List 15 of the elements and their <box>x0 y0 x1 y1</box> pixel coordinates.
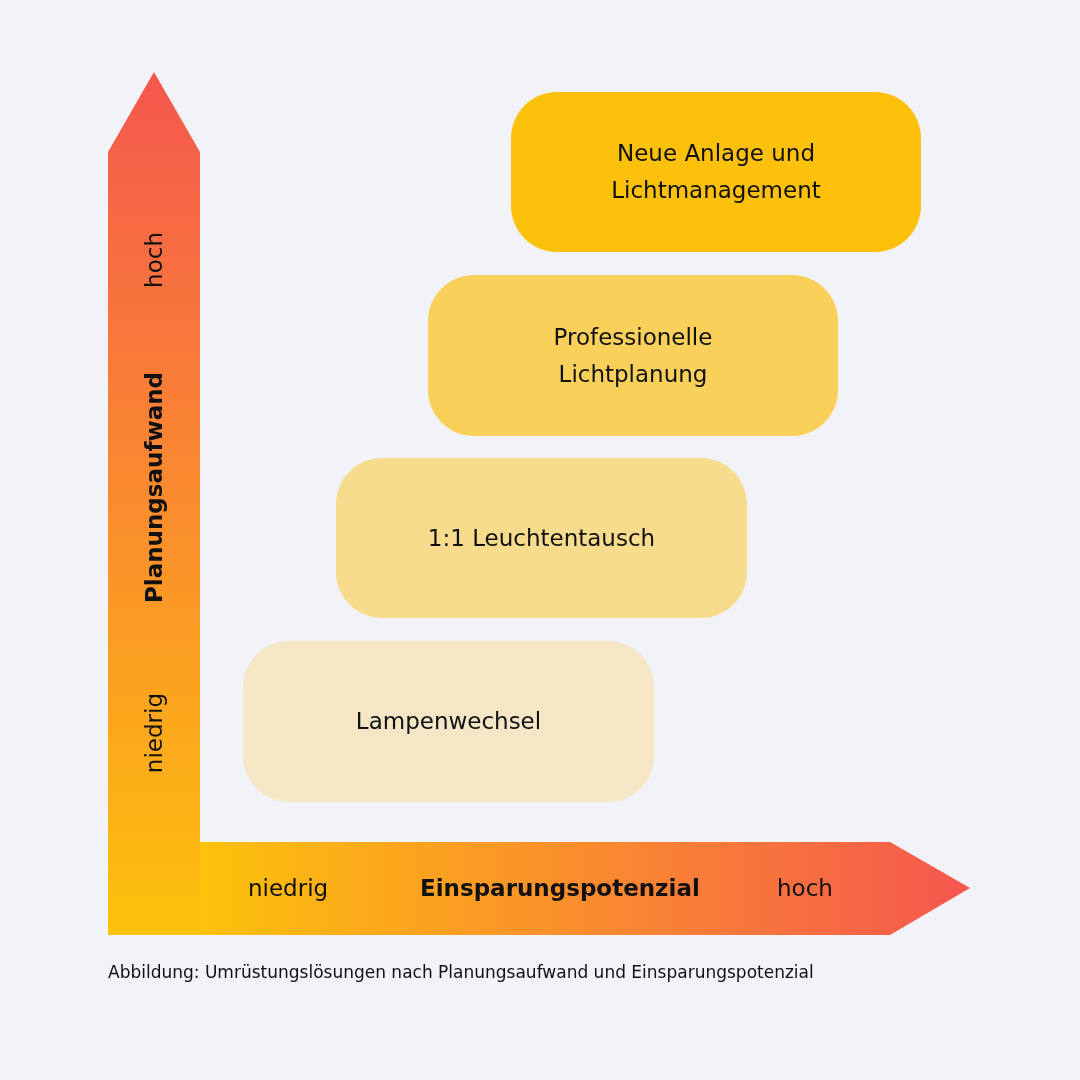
rounded-box <box>336 458 747 618</box>
axis-end-label: niedrig <box>248 874 329 902</box>
axis-end-label: hoch <box>140 232 168 288</box>
axis-end-label: hoch <box>777 874 833 902</box>
rounded-box <box>243 641 654 802</box>
axis-title: Einsparungspotenzial <box>420 874 700 902</box>
box-label: 1:1 Leuchtentausch <box>427 523 656 553</box>
axis-title: Planungsaufwand <box>140 371 168 603</box>
box-label: Professionelle Lichtplanung <box>552 322 714 389</box>
box-label: Lampenwechsel <box>355 707 542 736</box>
axis-end-label: niedrig <box>140 693 168 774</box>
box-label: Neue Anlage und Lichtmanagement <box>610 139 822 205</box>
figure-caption: Abbildung: Umrüstungslösungen nach Planungsaufwand und Einsparungspotenzial <box>108 961 814 984</box>
rounded-box <box>511 92 921 252</box>
rounded-box <box>428 275 838 436</box>
